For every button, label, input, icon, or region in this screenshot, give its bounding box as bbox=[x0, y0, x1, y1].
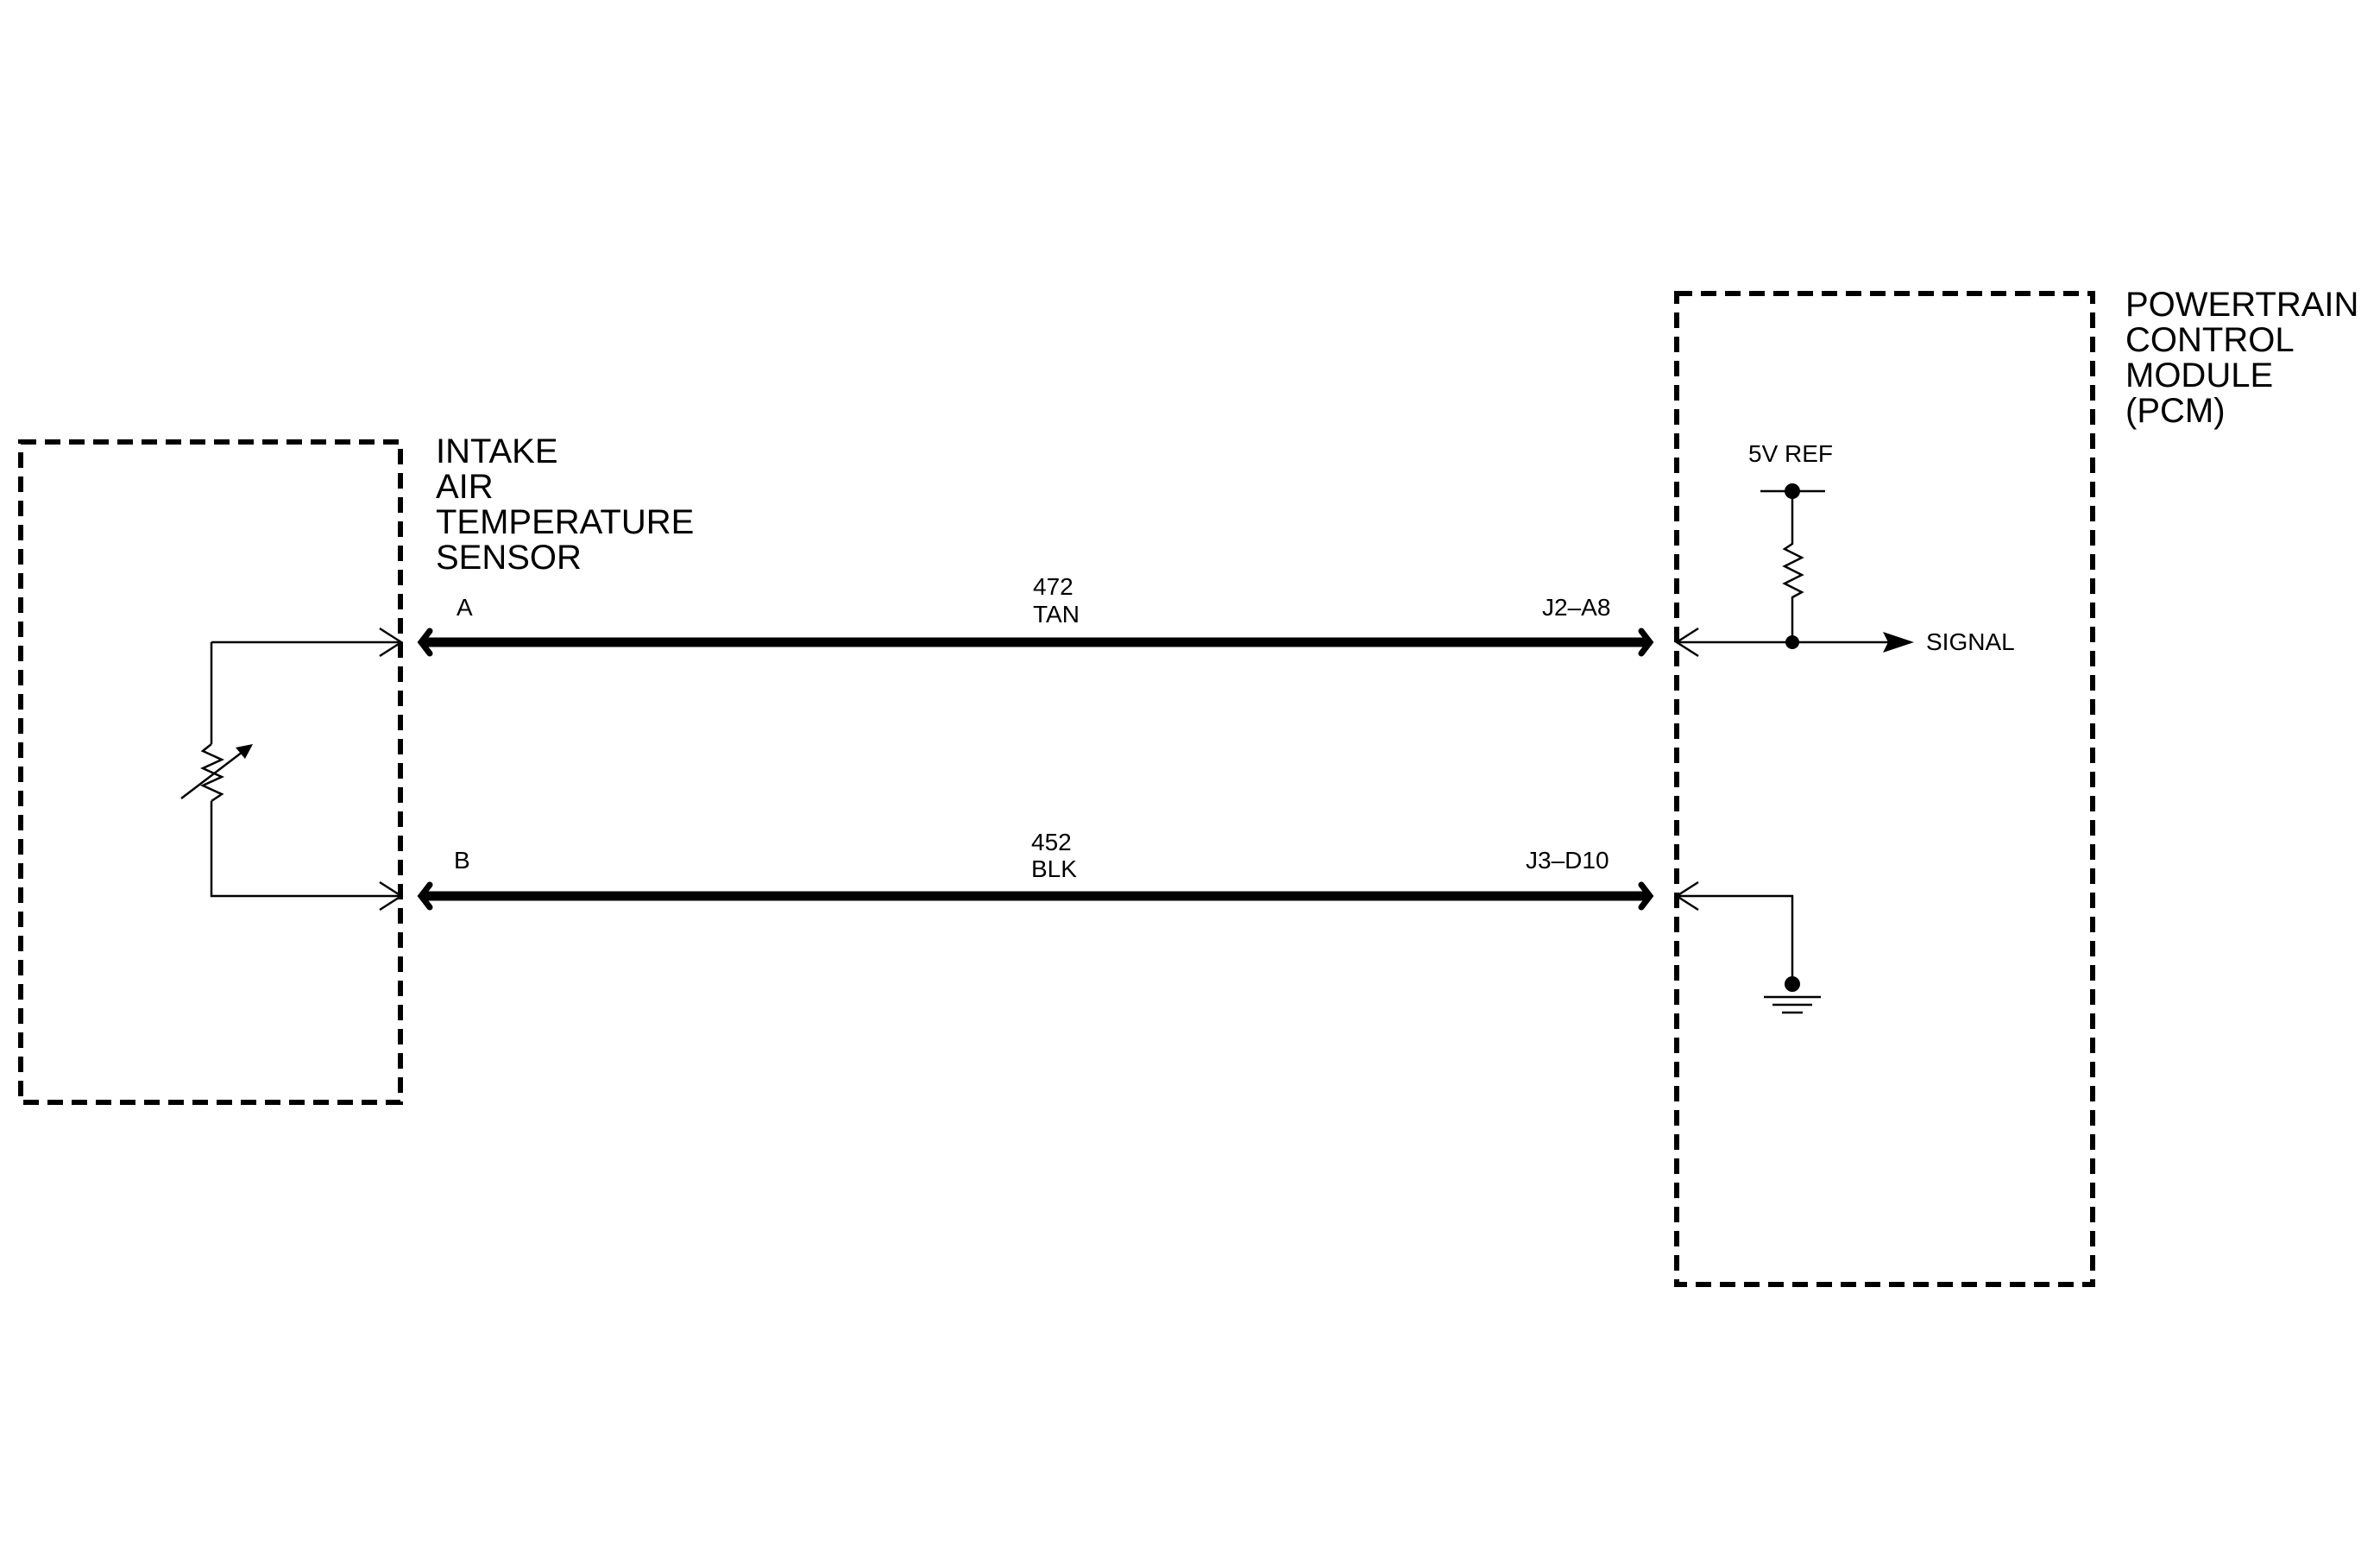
sensor-pin-a-label: A bbox=[456, 594, 473, 621]
sensor-internal-wire-vertical-bottom bbox=[210, 801, 401, 898]
pcm-pin-a-label: J2–A8 bbox=[1542, 594, 1610, 621]
wire-452-left-end-icon bbox=[417, 881, 433, 911]
ground-node-dot bbox=[1785, 976, 1800, 992]
signal-node-dot bbox=[1785, 635, 1799, 649]
ref-voltage-label: 5V REF bbox=[1748, 440, 1833, 467]
signal-arrow-icon bbox=[1883, 632, 1914, 653]
thermistor-variable-arrow-line bbox=[180, 748, 247, 799]
powertrain-control-module: POWERTRAIN CONTROL MODULE (PCM) J2–A8 J3… bbox=[1526, 286, 2369, 1287]
wire-472-tan: 472 TAN bbox=[417, 573, 1654, 657]
pcm-title-line-4: (PCM) bbox=[2125, 392, 2226, 430]
wire-452-right-end-icon bbox=[1638, 881, 1654, 911]
wire-452-blk: 452 BLK bbox=[417, 829, 1654, 911]
thermistor-arrow-icon bbox=[236, 744, 253, 759]
wire-472-color: TAN bbox=[1033, 601, 1080, 628]
sensor-internal-wire-a bbox=[210, 641, 401, 644]
signal-label: SIGNAL bbox=[1926, 628, 2015, 655]
intake-air-temperature-sensor: INTAKE AIR TEMPERATURE SENSOR A B bbox=[18, 432, 703, 1105]
pullup-resistor-icon bbox=[1782, 491, 1804, 642]
pcm-title-line-3: MODULE bbox=[2125, 357, 2273, 394]
sensor-title-line-1: INTAKE bbox=[436, 432, 558, 470]
pcm-pin-b-label: J3–D10 bbox=[1526, 847, 1609, 874]
pcm-title-line-2: CONTROL bbox=[2125, 321, 2293, 359]
wire-472-left-end-icon bbox=[417, 628, 433, 657]
pcm-boundary-box bbox=[1674, 291, 2095, 1287]
sensor-title-line-4: SENSOR bbox=[436, 539, 582, 577]
sensor-terminal-b-icon bbox=[379, 880, 404, 912]
wire-452-circuit: 452 bbox=[1031, 829, 1072, 855]
sensor-terminal-a-icon bbox=[379, 627, 404, 658]
wire-472-circuit: 472 bbox=[1033, 573, 1074, 600]
wire-472-right-end-icon bbox=[1638, 628, 1654, 657]
sensor-title-line-2: AIR bbox=[436, 468, 494, 506]
pcm-title-line-1: POWERTRAIN bbox=[2125, 286, 2358, 324]
sensor-boundary-box bbox=[18, 439, 403, 1105]
thermistor-zigzag bbox=[199, 743, 225, 803]
sensor-title: INTAKE AIR TEMPERATURE SENSOR bbox=[436, 432, 703, 577]
sensor-title-line-3: TEMPERATURE bbox=[436, 503, 694, 541]
pcm-title: POWERTRAIN CONTROL MODULE (PCM) bbox=[2125, 286, 2369, 430]
ground-icon bbox=[1764, 995, 1821, 1014]
pcm-ground-wire bbox=[1677, 894, 1794, 984]
sensor-pin-b-label: B bbox=[454, 847, 470, 874]
wire-452-color: BLK bbox=[1031, 855, 1077, 882]
